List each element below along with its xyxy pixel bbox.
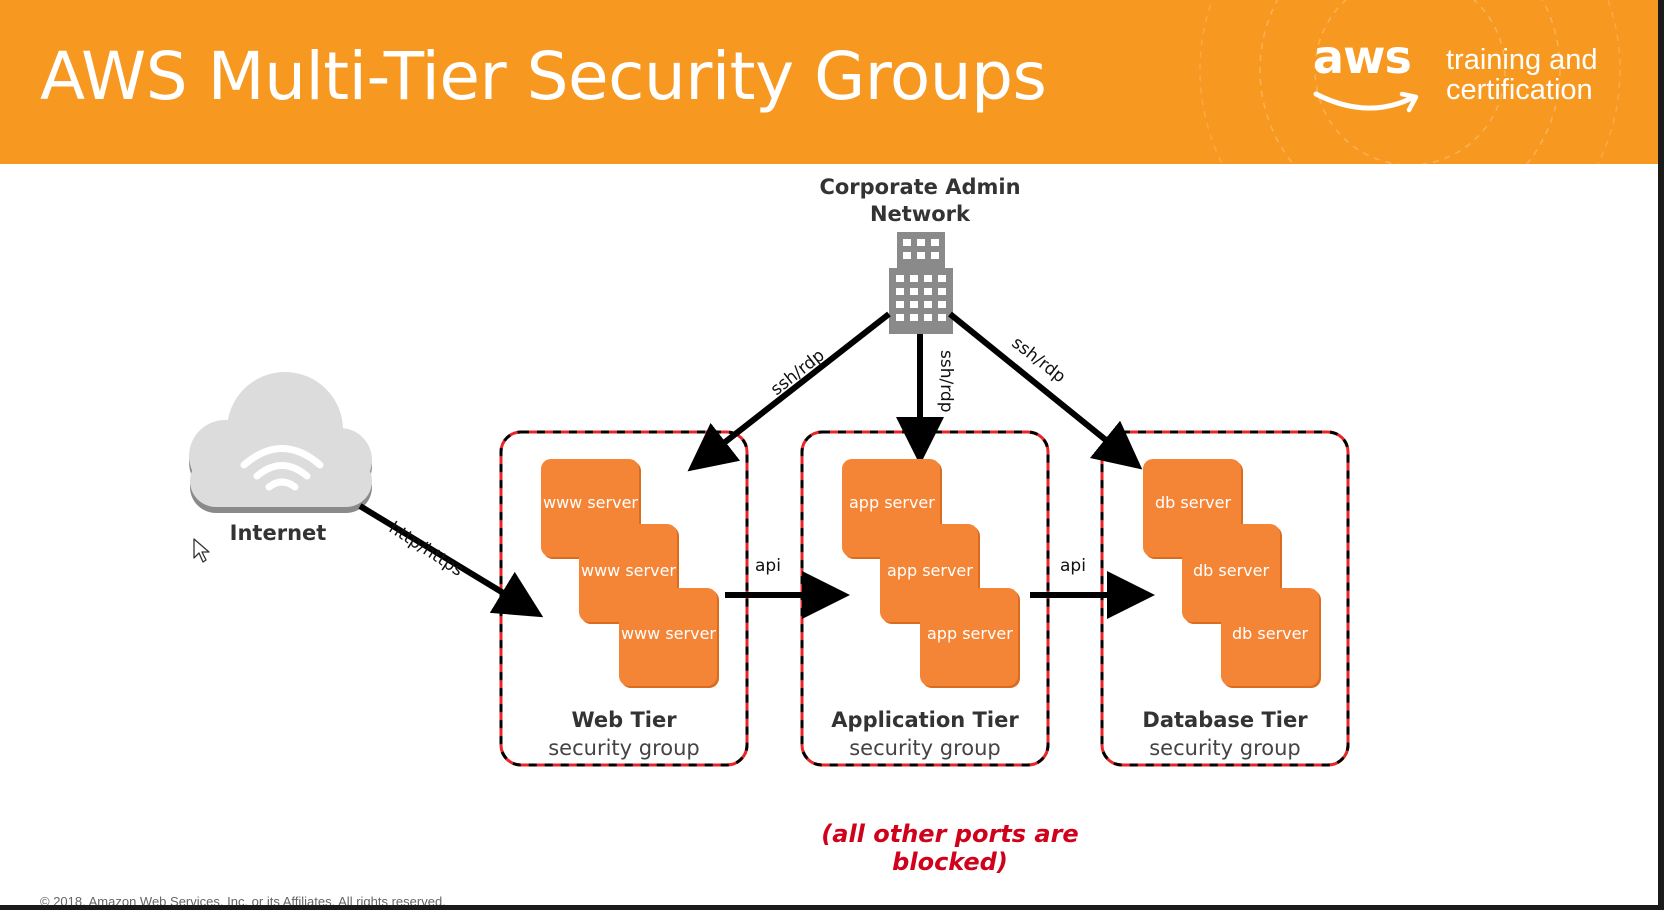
server-label: app server — [927, 624, 1013, 643]
slide-header: AWS Multi-Tier Security Groups aws train… — [0, 0, 1658, 164]
mouse-cursor-icon — [193, 538, 210, 563]
web-to-app-label: api — [755, 556, 781, 576]
server-box — [1221, 588, 1319, 686]
app-tier-name: Application Tier — [831, 708, 1019, 732]
aws-logo: aws — [1313, 30, 1412, 84]
admin-network-label-line-1: Corporate Admin — [819, 175, 1021, 199]
blocked-ports-note: (all other ports are blocked) — [821, 820, 1079, 876]
server-label: www server — [543, 493, 638, 512]
arrow-internet-to-web — [358, 503, 544, 618]
office-building-icon — [889, 232, 953, 334]
app-to-db-label: api — [1060, 556, 1086, 576]
server-box — [619, 588, 717, 686]
server-label: www server — [621, 624, 716, 643]
server-label: db server — [1232, 624, 1309, 643]
db-tier-name: Database Tier — [1142, 708, 1308, 732]
server-label: app server — [887, 561, 973, 580]
db-tier-subtitle: security group — [1149, 736, 1301, 760]
server-label: db server — [1193, 561, 1270, 580]
app-tier-subtitle: security group — [849, 736, 1001, 760]
aws-smile-icon — [1313, 91, 1419, 113]
arrow-admin-to-web — [687, 311, 891, 472]
header-decoration — [1199, 0, 1621, 164]
internet-label: Internet — [229, 521, 327, 545]
web-tier-name: Web Tier — [571, 708, 677, 732]
copyright-text: © 2018, Amazon Web Services, Inc. or its… — [40, 894, 446, 905]
slide-title: AWS Multi-Tier Security Groups — [40, 38, 1047, 115]
admin-to-app-label: ssh/rdp — [936, 350, 956, 413]
server-label: db server — [1155, 493, 1232, 512]
cloud-wifi-icon — [189, 372, 372, 513]
db-tier-security-group-border — [1100, 430, 1350, 767]
tagline-line-2: certification — [1446, 74, 1593, 106]
admin-network-label-line-2: Network — [869, 202, 970, 226]
server-box — [920, 588, 1018, 686]
tagline-line-1: training and — [1446, 44, 1598, 76]
server-label: app server — [849, 493, 935, 512]
web-tier-subtitle: security group — [548, 736, 700, 760]
arrow-admin-to-db — [948, 311, 1143, 470]
server-label: www server — [581, 561, 676, 580]
